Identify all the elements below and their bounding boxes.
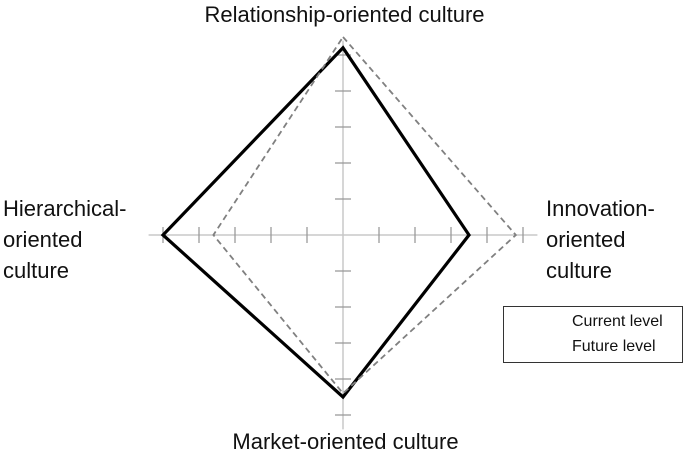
chart-grid: [148, 40, 538, 430]
legend-label-current: Current level: [572, 313, 663, 330]
axis-label-hierarchical: Hierarchical- oriented culture: [3, 193, 126, 286]
axis-label-hierarchical-line-2: oriented: [3, 227, 83, 252]
legend-item-current: Current level: [504, 310, 682, 334]
chart-legend: Current level Future level: [503, 306, 683, 363]
axis-label-innovation: Innovation- oriented culture: [546, 193, 655, 286]
axis-label-market: Market-oriented culture: [232, 429, 459, 454]
chart-series: [160, 35, 518, 400]
series-current-polygon: [160, 45, 471, 400]
axis-label-innovation-line-2: oriented: [546, 227, 626, 252]
axis-label-relationship: Relationship-oriented culture: [204, 2, 485, 27]
series-future-polygon: [212, 35, 518, 395]
axis-label-innovation-line-3: culture: [546, 258, 613, 283]
legend-label-future: Future level: [572, 338, 656, 355]
axis-label-hierarchical-line-3: culture: [3, 258, 70, 283]
axis-label-hierarchical-line-1: Hierarchical-: [3, 196, 127, 221]
legend-item-future: Future level: [504, 335, 682, 359]
axis-label-innovation-line-1: Innovation-: [546, 196, 655, 221]
